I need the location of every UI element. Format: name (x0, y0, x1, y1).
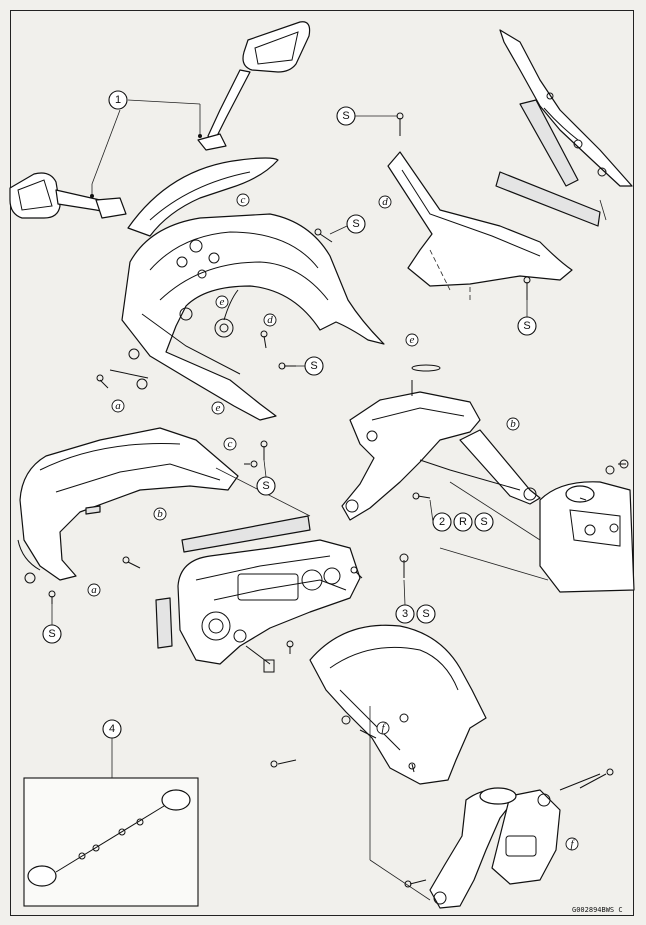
svg-text:1: 1 (115, 94, 121, 106)
ref-letter-a-mid: a (111, 399, 125, 413)
ref-letter-b-lower: b (153, 507, 167, 521)
svg-text:e: e (216, 402, 221, 414)
diagram-frame (10, 10, 634, 916)
windshield (127, 157, 279, 237)
left-lower-cowl (17, 427, 239, 584)
svg-text:b: b (157, 508, 163, 520)
callout-s-fairing: S (346, 214, 366, 234)
svg-text:a: a (91, 584, 97, 596)
ref-letter-f-fender: f (376, 721, 390, 735)
callout-s-lower-cowl: S (256, 476, 276, 496)
svg-text:f: f (570, 838, 575, 850)
svg-text:c: c (228, 438, 233, 450)
callout-2: 2 (432, 512, 452, 532)
front-fender (309, 624, 487, 785)
svg-text:4: 4 (109, 723, 115, 735)
inner-fairing (109, 213, 385, 421)
ref-letter-e-fairing: e (215, 295, 229, 309)
right-mirror (197, 21, 311, 151)
svg-text:2: 2 (439, 516, 445, 528)
svg-text:d: d (267, 314, 273, 326)
callout-3: 3 (395, 604, 415, 624)
svg-text:S: S (352, 218, 359, 230)
svg-text:S: S (523, 320, 530, 332)
detail-box (23, 738, 199, 907)
ref-letter-a-lower: a (87, 583, 101, 597)
svg-text:S: S (310, 360, 317, 372)
ref-letter-e-fairing-bottom: e (211, 401, 225, 415)
svg-text:S: S (422, 608, 429, 620)
callout-s-frame: S (474, 512, 494, 532)
ref-letter-e-bracket: e (405, 333, 419, 347)
right-side-strip (499, 29, 633, 187)
svg-text:S: S (480, 516, 487, 528)
svg-text:S: S (342, 110, 349, 122)
svg-text:S: S (262, 480, 269, 492)
ref-letter-d-mid: d (263, 313, 277, 327)
svg-text:d: d (382, 196, 388, 208)
drawing-code: G002894BWS C (572, 906, 623, 914)
svg-text:f: f (381, 722, 386, 734)
svg-text:e: e (220, 296, 225, 308)
callout-s-bolt: S (416, 604, 436, 624)
ref-letter-c-lower: c (223, 437, 237, 451)
svg-text:R: R (459, 516, 467, 528)
ref-letter-b-frame: b (506, 417, 520, 431)
callout-1-leaders (90, 99, 202, 198)
callout-s-cowl: S (517, 316, 537, 336)
callout-1: 1 (108, 90, 128, 110)
ref-letter-f-fork: f (565, 837, 579, 851)
callout-s-center: S (304, 356, 324, 376)
svg-text:S: S (48, 628, 55, 640)
svg-text:c: c (241, 194, 246, 206)
callout-r: R (453, 512, 473, 532)
headlight-assembly (155, 515, 361, 673)
front-fork (429, 773, 601, 909)
callout-s-lower-left: S (42, 624, 62, 644)
right-side-cowl-upper (387, 151, 601, 291)
svg-text:b: b (510, 418, 516, 430)
svg-text:3: 3 (402, 608, 408, 620)
left-mirror (9, 172, 127, 219)
svg-text:e: e (410, 334, 415, 346)
fairing-bracket-frame (341, 364, 541, 521)
ref-letter-d-top: d (378, 195, 392, 209)
callout-s-top-right: S (336, 106, 356, 126)
svg-text:a: a (115, 400, 121, 412)
callout-4: 4 (102, 719, 122, 739)
fasteners (48, 112, 629, 888)
ref-letter-c-top: c (236, 193, 250, 207)
steering-head-frame (539, 465, 635, 593)
